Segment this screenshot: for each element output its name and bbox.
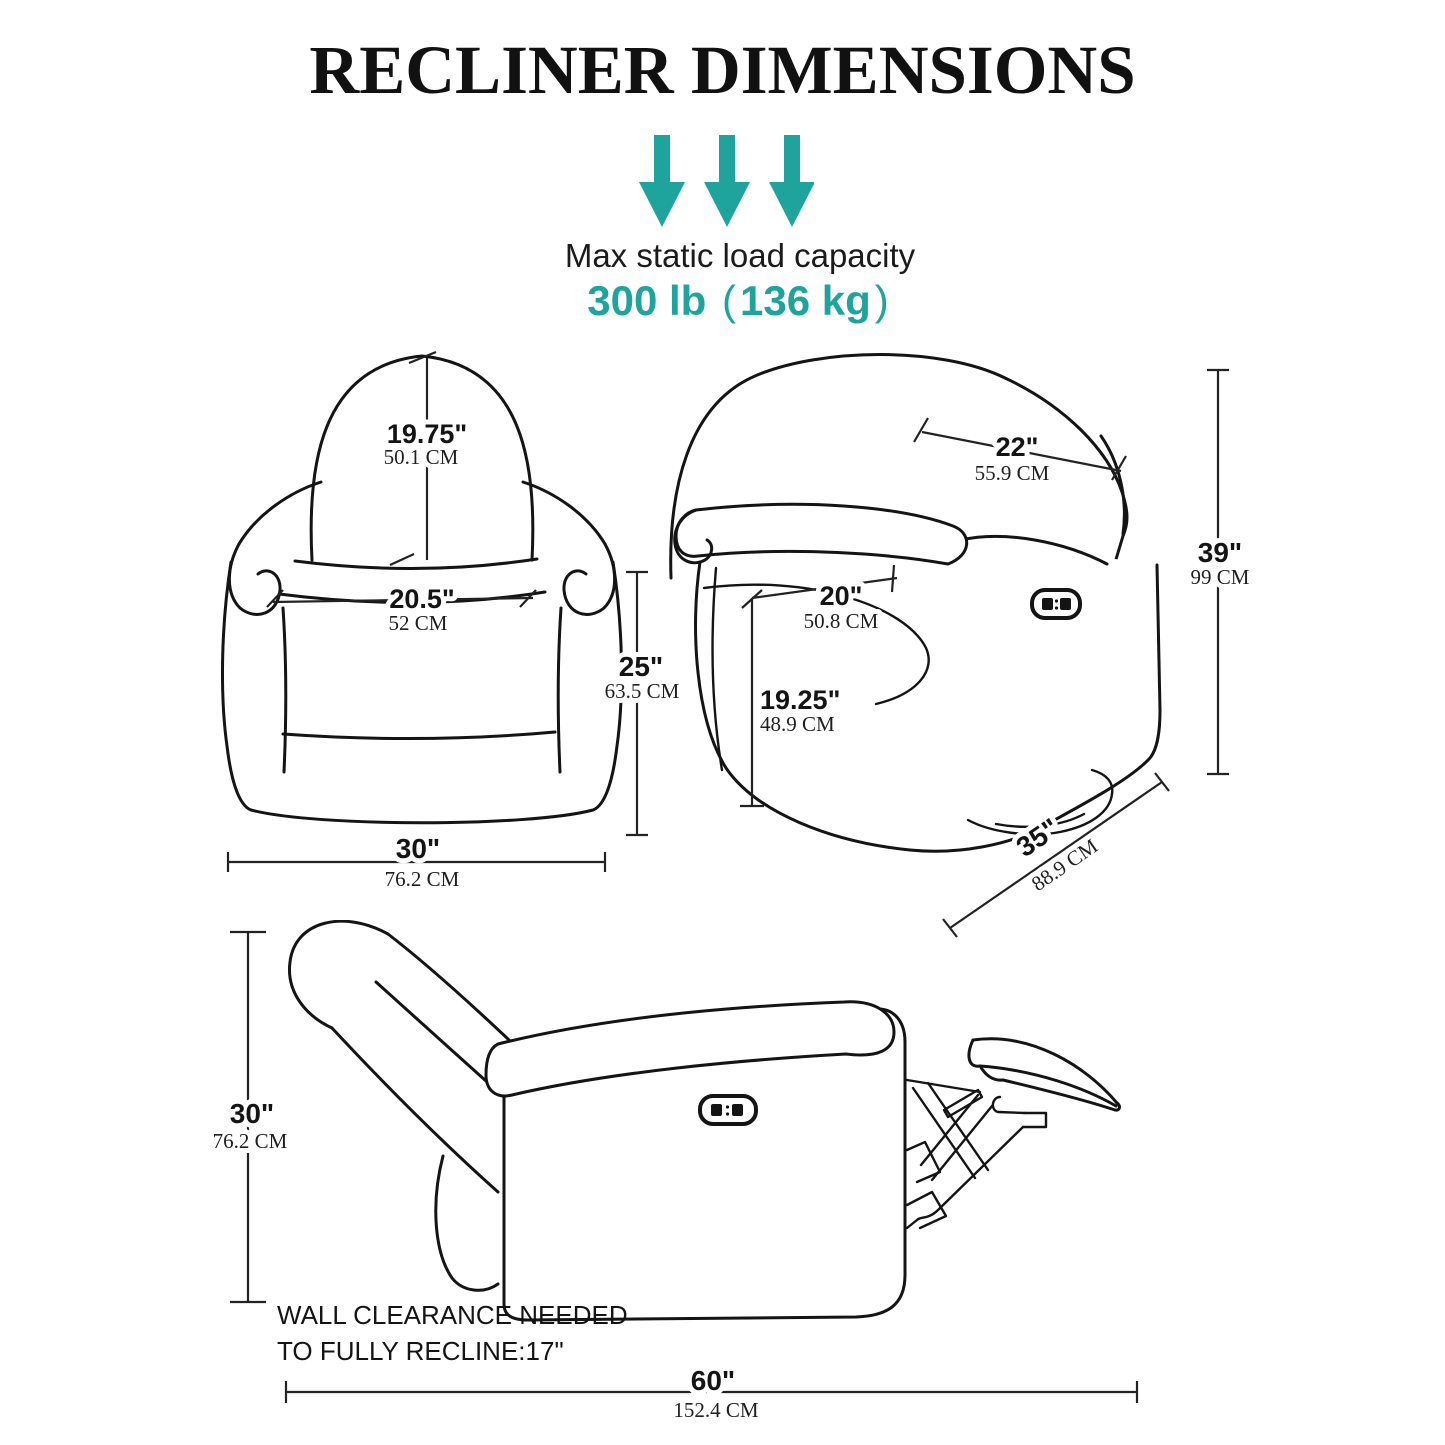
load-capacity-value: 300 lb (136 kg)	[490, 277, 990, 325]
seat-front-corner	[702, 583, 930, 706]
dim-front-seat-width: 20.5" 52 CM	[266, 579, 537, 640]
dim-front-overall-width: 30" 76.2 CM	[226, 828, 607, 896]
dim-back-height-cm: 50.1 CM	[384, 445, 459, 469]
dim-front-back-height: 19.75" 50.1 CM	[379, 350, 472, 566]
swivel-base-outer	[966, 792, 1114, 836]
dim-side-seat-depth: 20" 50.8 CM	[741, 564, 898, 638]
arm-front-line	[711, 566, 724, 772]
dim-arm-height-cm: 63.5 CM	[605, 679, 680, 703]
swivel-base-inner	[994, 812, 1086, 828]
dim-back-width-cm: 55.9 CM	[975, 461, 1050, 485]
dim-reclined-height-cm: 76.2 CM	[213, 1129, 288, 1153]
wall-clearance-line1: WALL CLEARANCE NEEDED	[277, 1300, 628, 1330]
dim-seat-depth-in: 20"	[820, 581, 863, 611]
dim-reclined-length-in: 60"	[691, 1365, 735, 1396]
seat-top-edge	[293, 557, 539, 570]
page-title: RECLINER DIMENSIONS	[309, 32, 1136, 108]
chair-back	[309, 354, 535, 562]
load-lb: 300 lb	[587, 277, 707, 324]
load-arrows	[639, 135, 814, 227]
dim-back-height-in: 19.75"	[387, 419, 467, 449]
down-arrow-icon	[704, 135, 750, 227]
dim-seat-width-cm: 52 CM	[389, 611, 448, 635]
left-arm-inner	[281, 606, 288, 774]
left-arm-top	[237, 480, 323, 546]
base-bottom	[249, 808, 595, 825]
dim-seat-width-in: 20.5"	[389, 584, 454, 614]
arm-band	[484, 1000, 896, 1098]
dim-arm-height-in: 25"	[619, 651, 663, 682]
front-view-drawing: 19.75" 50.1 CM 20.5" 52 CM 25" 63.5 CM 3…	[220, 350, 685, 896]
body-fill	[504, 1009, 905, 1320]
power-control	[698, 1094, 758, 1126]
dim-reclined-length: 60" 152.4 CM	[284, 1360, 1139, 1425]
reclined-chair-art	[288, 920, 1121, 1322]
dim-overall-width-cm: 76.2 CM	[385, 867, 460, 891]
body-fill	[695, 551, 1160, 852]
power-control	[1030, 588, 1082, 620]
down-arrow-icon	[769, 135, 814, 227]
right-arm-inner	[556, 606, 563, 774]
dim-overall-height-cm: 99 CM	[1191, 565, 1250, 589]
load-kg: 136 kg	[739, 277, 871, 324]
front-chair-art	[220, 354, 624, 825]
rear-leg	[434, 1154, 500, 1292]
dim-front-arm-height: 25" 63.5 CM	[600, 570, 685, 837]
dim-reclined-length-cm: 152.4 CM	[673, 1398, 759, 1422]
paren-open: (	[721, 277, 736, 324]
right-arm-outer	[591, 560, 624, 812]
dim-side-back-width: 22" 55.9 CM	[913, 417, 1127, 490]
down-arrow-icon	[639, 135, 685, 227]
dim-side-seat-height: 19.25" 48.9 CM	[740, 598, 845, 808]
backrest-side-strip	[1099, 434, 1126, 536]
load-capacity-label: Max static load capacity	[564, 237, 916, 274]
backrest-back-edge	[330, 1026, 500, 1194]
left-arm-scroll	[227, 542, 282, 616]
body-outline	[502, 1007, 907, 1322]
dim-reclined-overall-height: 30" 76.2 CM	[208, 930, 293, 1304]
side-view-drawing: 22" 55.9 CM 20" 50.8 CM 19.25" 48.9 CM 3…	[669, 353, 1255, 938]
left-arm-outer	[220, 560, 253, 812]
paren-close: )	[874, 277, 889, 324]
footrest-mechanism	[905, 1078, 1048, 1230]
seat-cushion-line	[959, 534, 1109, 566]
dim-seat-depth-cm: 50.8 CM	[804, 609, 879, 633]
side-chair-art	[669, 353, 1162, 853]
right-arm-scroll	[562, 542, 617, 616]
seat-front-edge	[277, 590, 547, 605]
wall-clearance-line2: TO FULLY RECLINE:17"	[277, 1336, 564, 1366]
base-seam	[281, 730, 557, 741]
backrest-cap	[288, 920, 390, 1030]
body-outline	[694, 560, 1162, 853]
wall-clearance-note: WALL CLEARANCE NEEDED TO FULLY RECLINE:1…	[277, 1300, 628, 1366]
dim-seat-height-in: 19.25"	[760, 685, 840, 715]
arm-scroll	[673, 508, 714, 565]
dim-reclined-height-in: 30"	[230, 1098, 274, 1129]
right-arm-top	[521, 480, 607, 546]
swivel-base-rim	[1090, 768, 1114, 796]
footrest-pad	[967, 1037, 1121, 1115]
dim-overall-height-in: 39"	[1198, 537, 1242, 568]
dim-back-width-in: 22"	[996, 432, 1039, 462]
dim-side-overall-height: 39" 99 CM	[1186, 368, 1255, 776]
dim-seat-height-cm: 48.9 CM	[760, 712, 835, 736]
reclined-view-drawing: 30" 76.2 CM WALL CLEARANCE NEEDED TO FUL…	[208, 920, 1139, 1425]
dim-overall-width-in: 30"	[396, 833, 440, 864]
